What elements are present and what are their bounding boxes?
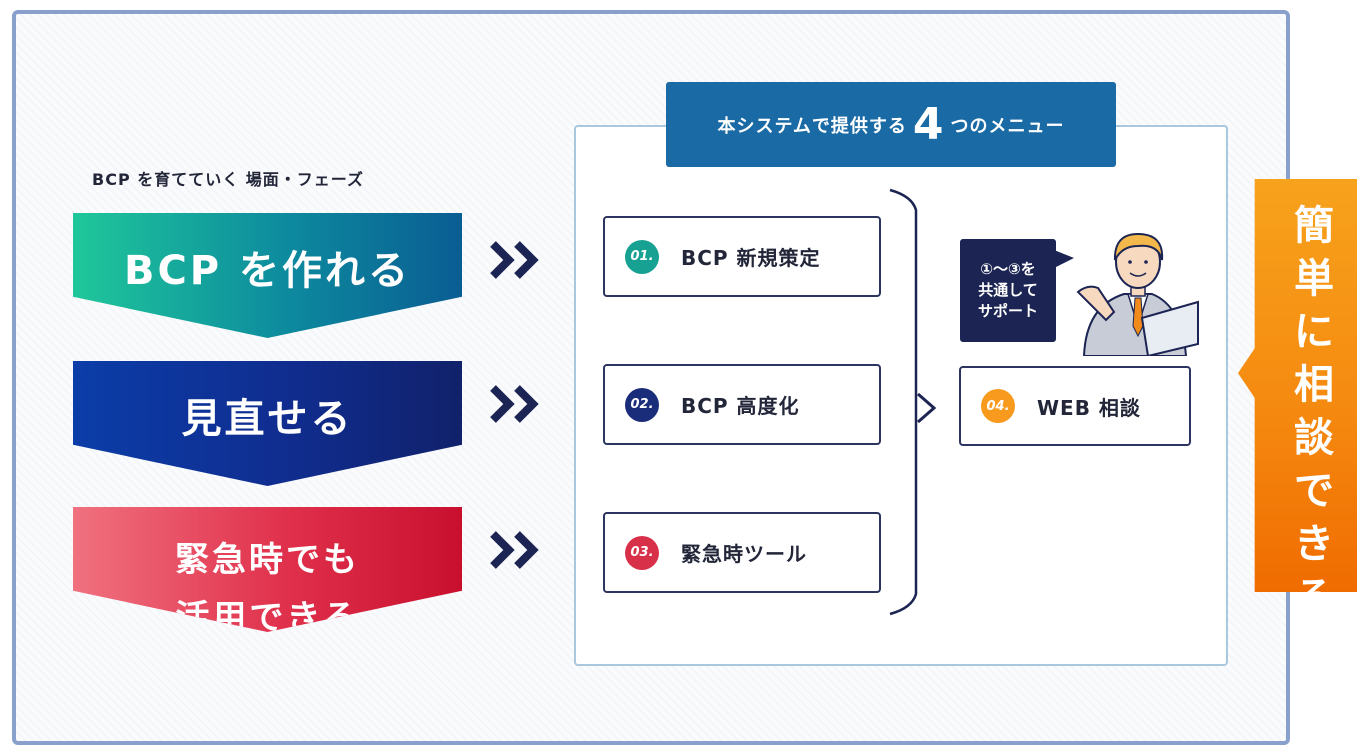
number-badge: 03. <box>625 535 659 570</box>
banner-char: 簡 <box>1294 203 1334 249</box>
menu-item-web-consult[interactable]: 04. WEB 相談 <box>959 366 1191 446</box>
consult-banner-text: 簡 単 に 相 談 で き る <box>1278 200 1350 624</box>
menu-title-after: つのメニュー <box>950 115 1065 137</box>
chevron-right-icon <box>917 392 937 424</box>
double-chevron-right-icon <box>490 241 539 279</box>
number-badge: 02. <box>625 387 659 422</box>
menu-item-label: BCP 新規策定 <box>681 246 821 270</box>
phase-review-label: 見直せる <box>181 396 354 442</box>
bubble-tail <box>1054 250 1074 268</box>
businessman-laptop-icon <box>1076 232 1199 356</box>
support-bubble-line1: ①〜③を <box>980 260 1036 278</box>
right-brace-icon <box>889 188 918 616</box>
support-bubble: ①〜③を 共通して サポート <box>960 239 1056 342</box>
number-badge: 01. <box>625 239 659 274</box>
consult-banner <box>1238 179 1357 592</box>
menu-item-bcp-advance[interactable]: 02. BCP 高度化 <box>603 364 881 445</box>
banner-char: る <box>1294 574 1334 620</box>
banner-char: 単 <box>1294 256 1334 302</box>
menu-item-label: WEB 相談 <box>1037 395 1141 420</box>
banner-char: で <box>1294 468 1334 514</box>
banner-char: 談 <box>1294 415 1334 461</box>
banner-char: に <box>1294 309 1334 355</box>
support-bubble-line3: サポート <box>977 302 1038 320</box>
phase-heading: BCP を育てていく 場面・フェーズ <box>92 170 365 189</box>
menu-item-label: BCP 高度化 <box>681 394 800 418</box>
support-bubble-line2: 共通して <box>978 281 1038 299</box>
menu-title: 本システムで提供する 4 つのメニュー <box>666 82 1116 167</box>
banner-char: き <box>1294 521 1334 567</box>
double-chevron-right-icon <box>490 385 539 423</box>
phase-emergency-use-line1: 緊急時でも <box>175 540 360 580</box>
banner-char: 相 <box>1294 362 1334 408</box>
phase-create-bcp-label: BCP を作れる <box>123 248 412 294</box>
number-badge: 04. <box>981 389 1015 423</box>
menu-item-new-bcp[interactable]: 01. BCP 新規策定 <box>603 216 881 297</box>
menu-title-before: 本システムで提供する <box>717 115 907 137</box>
menu-item-label: 緊急時ツール <box>681 542 807 566</box>
menu-item-emergency-tool[interactable]: 03. 緊急時ツール <box>603 512 881 593</box>
menu-title-number: 4 <box>912 98 945 150</box>
double-chevron-right-icon <box>490 531 539 569</box>
